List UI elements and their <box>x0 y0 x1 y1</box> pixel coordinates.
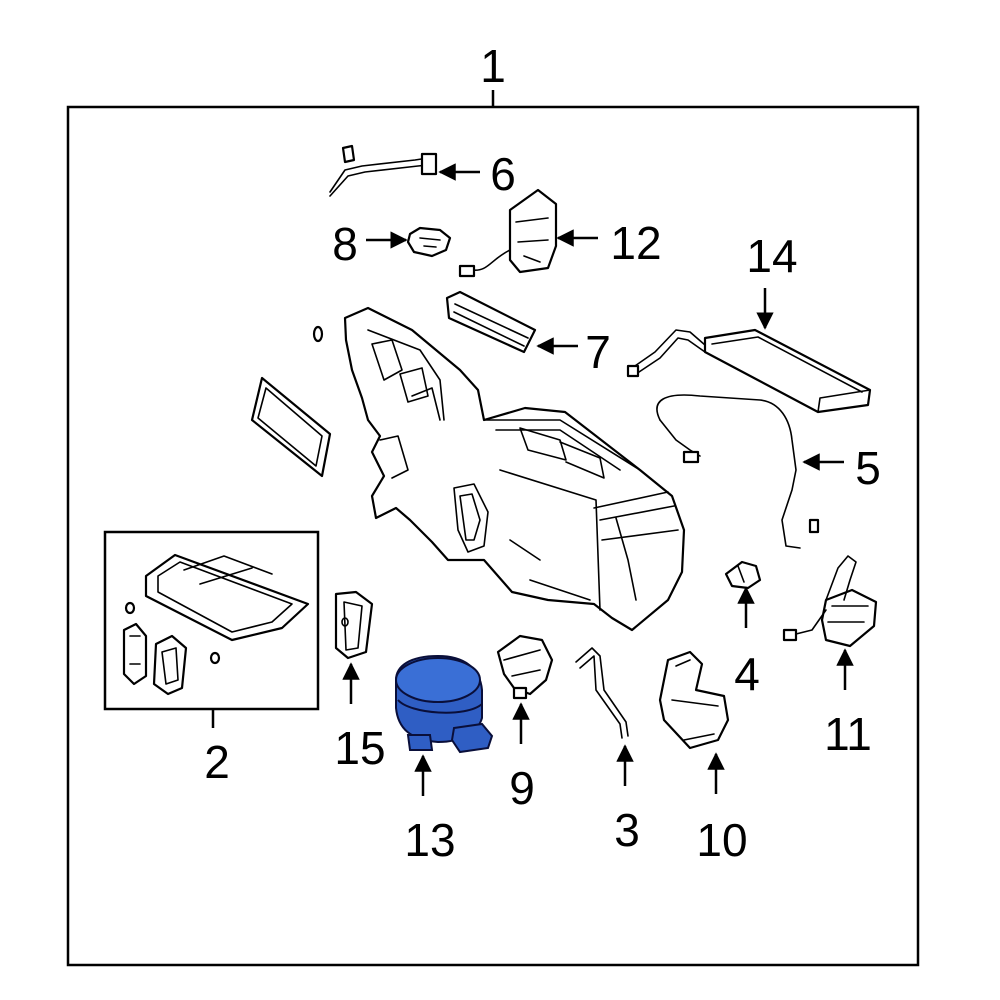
callout-1: 1 <box>480 40 506 92</box>
callout-6: 6 <box>490 148 516 200</box>
callout-2: 2 <box>204 736 230 788</box>
callout-3: 3 <box>614 804 640 856</box>
inset-box-part-2 <box>103 530 320 711</box>
callout-10: 10 <box>696 814 747 866</box>
callout-9: 9 <box>509 762 535 814</box>
callout-15: 15 <box>334 722 385 774</box>
callout-4: 4 <box>734 648 760 700</box>
part-1-hvac-case[interactable] <box>343 306 686 632</box>
callout-13: 13 <box>404 814 455 866</box>
part-2-filter-gaskets[interactable] <box>122 553 310 696</box>
small-seal[interactable] <box>312 325 324 343</box>
part-14-heater-core[interactable] <box>626 328 872 414</box>
part-10-actuator[interactable] <box>658 650 730 750</box>
part-15-bracket[interactable] <box>334 590 374 660</box>
part-4-clip[interactable] <box>724 560 762 590</box>
callout-11: 11 <box>824 708 872 760</box>
part-3-tube[interactable] <box>575 647 629 739</box>
callout-12: 12 <box>610 217 661 269</box>
part-7-filter-door[interactable] <box>445 290 537 354</box>
part-11-actuator[interactable] <box>782 555 878 648</box>
callout-14: 14 <box>746 230 797 282</box>
part-12-mode-actuator[interactable] <box>458 188 558 278</box>
callout-labels: 1 6 8 12 14 7 5 4 11 15 2 9 3 10 13 <box>204 40 881 866</box>
part-6-sensor-harness[interactable] <box>329 144 438 197</box>
part-8-actuator[interactable] <box>406 226 452 258</box>
part-9-actuator[interactable] <box>496 634 554 700</box>
callout-7: 7 <box>585 326 611 378</box>
callout-5: 5 <box>855 442 881 494</box>
leader-arrows <box>342 163 854 796</box>
gasket[interactable] <box>250 376 332 478</box>
part-13-blower-motor[interactable] <box>395 654 494 754</box>
part-5-wiring-harness[interactable] <box>656 394 820 549</box>
callout-8: 8 <box>332 218 358 270</box>
